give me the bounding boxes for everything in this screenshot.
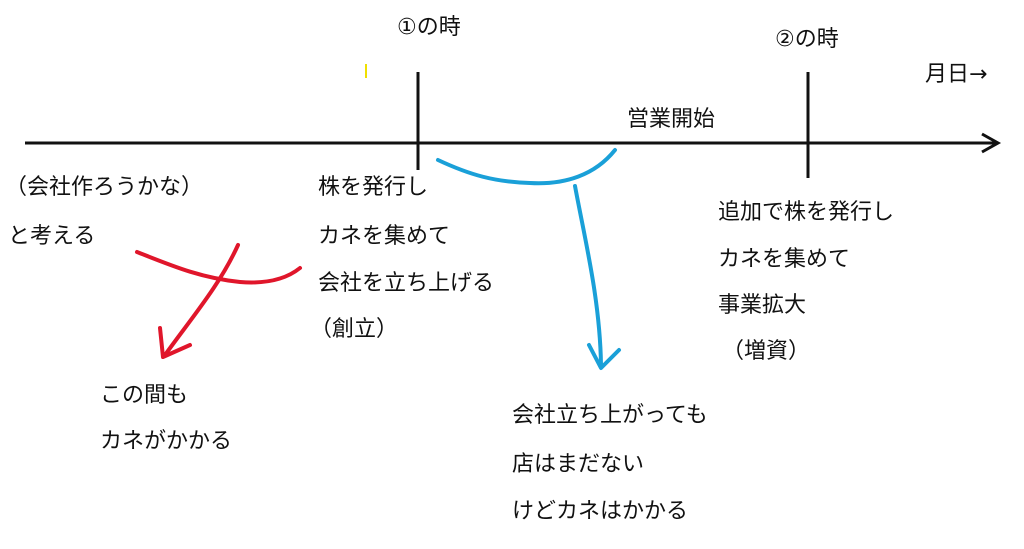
note-founding-4: （創立）	[310, 317, 399, 342]
note-preopen-3: けどカネはかかる	[512, 499, 689, 524]
note-increase-4: （増資）	[722, 339, 811, 364]
note-founding-1: 株を発行し	[318, 175, 429, 200]
note-before-1: （会社作ろうかな）	[5, 175, 204, 200]
blue-arrowhead	[587, 343, 621, 370]
note-gap-2: カネがかかる	[100, 429, 233, 454]
note-preopen-1: 会社立ち上がっても	[512, 403, 708, 428]
red-arrow	[163, 243, 240, 357]
note-preopen-2: 店はまだない	[512, 452, 645, 477]
axis-label: 月日→	[925, 62, 988, 87]
red-arrowhead	[158, 326, 192, 359]
timeline-arrowhead	[981, 132, 1002, 154]
note-increase-3: 事業拡大	[718, 293, 807, 318]
note-increase-1: 追加で株を発行し	[718, 200, 895, 225]
event-label: 営業開始	[627, 107, 716, 132]
marker1-label: ①の時	[397, 15, 461, 40]
note-founding-3: 会社を立ち上げる	[318, 271, 495, 296]
note-increase-2: カネを集めて	[718, 247, 851, 272]
marker2-label: ②の時	[775, 27, 839, 52]
red-curve	[135, 250, 302, 285]
note-before-2: と考える	[8, 224, 96, 249]
blue-arrow	[573, 184, 603, 367]
note-founding-2: カネを集めて	[318, 224, 451, 249]
note-gap-1: この間も	[100, 383, 189, 408]
blue-curve	[436, 148, 617, 186]
